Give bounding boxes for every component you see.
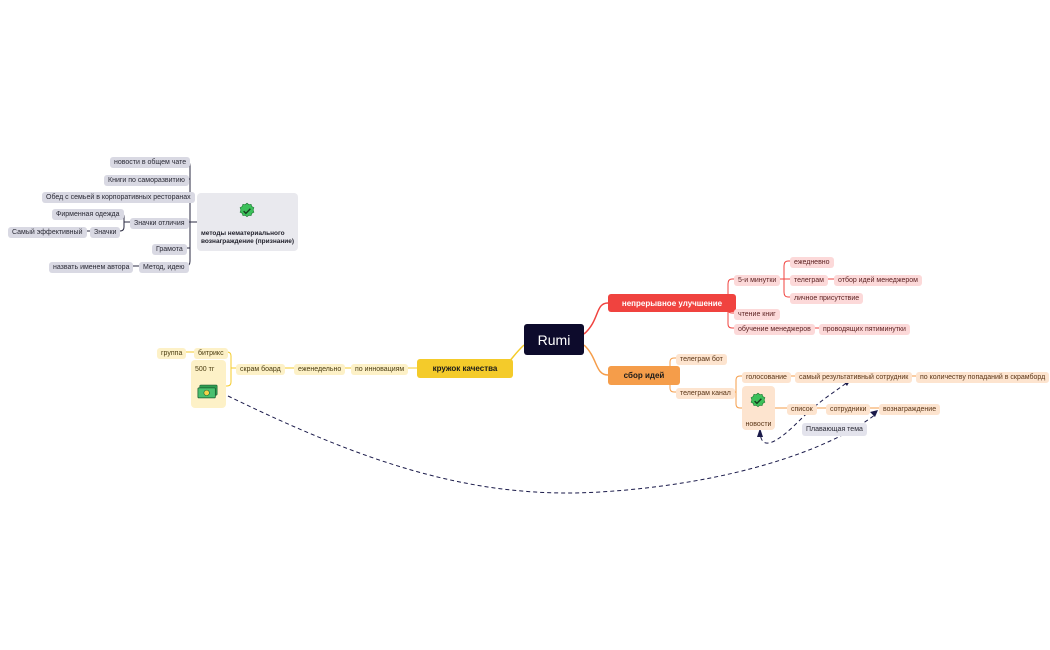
connector-root-ideas — [583, 344, 609, 376]
topic-group[interactable]: группа — [157, 348, 187, 359]
topic-news-label: новости — [745, 421, 772, 428]
topic-reading-books[interactable]: чтение книг — [734, 309, 780, 320]
topic-scrum-board[interactable]: скрам боард — [236, 364, 285, 375]
branch-quality-circle[interactable]: кружок качества — [417, 359, 513, 378]
topic-manager-selection[interactable]: отбор идей менеджером — [834, 275, 922, 286]
topic-employees[interactable]: сотрудники — [826, 404, 871, 415]
topic-news-card[interactable]: новости — [742, 386, 775, 430]
topic-branded-clothes[interactable]: Фирменная одежда — [52, 209, 124, 220]
branch-continuous-improvement[interactable]: непрерывное улучшение — [608, 294, 736, 312]
topic-telegram-channel[interactable]: телеграм канал — [676, 388, 735, 399]
topic-recognition-card[interactable]: методы нематериального вознаграждение (п… — [197, 193, 298, 251]
money-icon — [197, 384, 218, 399]
connector-root-improvement — [583, 302, 609, 335]
topic-weekly[interactable]: еженедельно — [294, 364, 346, 375]
topic-manager-training[interactable]: обучение менеджеров — [734, 324, 815, 335]
topic-badges[interactable]: Значки — [90, 227, 121, 238]
connector-scrum-children — [226, 351, 236, 387]
topic-telegram-bot[interactable]: телеграм бот — [676, 354, 727, 365]
topic-name-after-author[interactable]: назвать именем автора — [49, 262, 134, 273]
topic-by-count[interactable]: по количеству попаданий в скрамборд — [916, 372, 1050, 383]
topic-by-innovations[interactable]: по инновациям — [351, 364, 409, 375]
topic-daily[interactable]: ежедневно — [790, 257, 834, 268]
topic-news-chat[interactable]: новости в общем чате — [110, 157, 191, 168]
verified-badge-icon — [239, 202, 255, 218]
central-topic[interactable]: Rumi — [524, 324, 584, 355]
topic-books[interactable]: Книги по саморазвитию — [104, 175, 189, 186]
floating-topic[interactable]: Плавающая тема — [802, 423, 867, 436]
topic-amount-card[interactable]: 500 тг — [191, 360, 226, 408]
topic-amount-label: 500 тг — [195, 366, 215, 373]
topic-conducting-meetings[interactable]: проводящих пятиминутки — [819, 324, 910, 335]
topic-diploma[interactable]: Грамота — [152, 244, 187, 255]
topic-method-idea[interactable]: Метод, идею — [139, 262, 189, 273]
topic-list[interactable]: список — [787, 404, 817, 415]
topic-voting[interactable]: голосование — [742, 372, 791, 383]
topic-badges-group[interactable]: Значки отличия — [130, 218, 189, 229]
relation-arrowhead-news — [757, 428, 763, 437]
topic-reward[interactable]: вознаграждение — [879, 404, 941, 415]
topic-bitrix[interactable]: битрикс — [194, 348, 228, 359]
topic-recognition-title: методы нематериального вознаграждение (п… — [201, 230, 295, 246]
relation-money-to-reward — [227, 395, 877, 494]
relation-arrowhead-reward — [870, 410, 878, 417]
relation-news-to-best — [759, 380, 850, 444]
connector-five-minutes-children — [779, 260, 790, 298]
topic-most-effective[interactable]: Самый эффективный — [8, 227, 87, 238]
topic-best-employee[interactable]: самый результативный сотрудник — [795, 372, 913, 383]
topic-telegram[interactable]: телеграм — [790, 275, 828, 286]
connector-badges-group-children — [118, 212, 130, 232]
verified-badge-icon — [750, 392, 766, 408]
topic-family-lunch[interactable]: Обед с семьей в корпоративных ресторанах — [42, 192, 195, 203]
topic-five-minutes[interactable]: 5-и минутки — [734, 275, 781, 286]
branch-idea-collection[interactable]: сбор идей — [608, 366, 680, 385]
topic-personal-presence[interactable]: личное присутствие — [790, 293, 864, 304]
